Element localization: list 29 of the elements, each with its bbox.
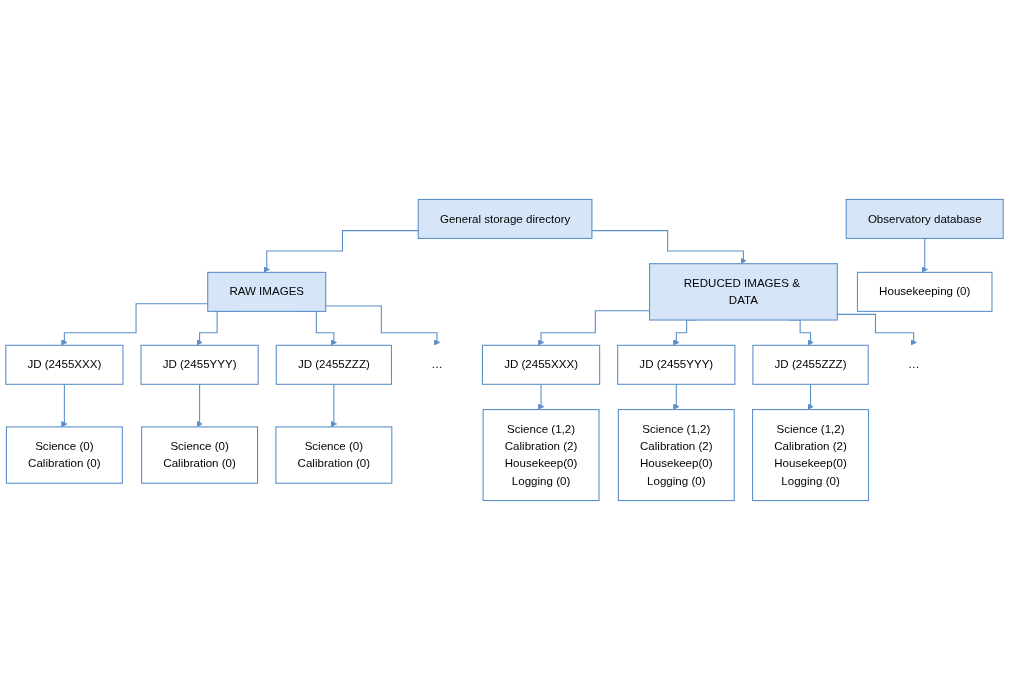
node-box: JD (2455XXX) — [481, 344, 601, 385]
node-box: Science (0) Calibration (0) — [5, 426, 123, 484]
node-box: JD (2455YYY) — [617, 344, 736, 385]
node-box: Science (0) Calibration (0) — [141, 426, 259, 484]
node-box: JD (2455XXX) — [5, 344, 124, 385]
node-box: REDUCED IMAGES & DATA — [649, 263, 838, 321]
arrow — [673, 383, 680, 410]
node-box: General storage directory — [417, 198, 593, 239]
node-box: Science (1,2) Calibration (2) Housekeep(0) Logging (0) — [752, 409, 870, 502]
node-text: … — [431, 358, 443, 371]
node-text: … — [907, 358, 920, 371]
arrow — [921, 237, 928, 273]
arrow — [330, 383, 338, 428]
arrow — [61, 383, 68, 428]
node-box: Housekeeping (0) — [856, 271, 993, 312]
node-box: RAW IMAGES — [207, 271, 327, 312]
node-box: Science (1,2) Calibration (2) Housekeep(0) Logging (0) — [482, 409, 600, 502]
node-box: JD (2455ZZZ) — [275, 344, 393, 385]
arrow — [807, 383, 814, 410]
arrow — [196, 383, 203, 428]
node-box: Science (1,2) Calibration (2) Housekeep(0) Logging (0) — [617, 409, 735, 502]
arrow — [537, 383, 545, 410]
node-box: JD (2455ZZZ) — [752, 344, 869, 385]
arrow — [591, 230, 747, 264]
node-box: JD (2455YYY) — [140, 344, 259, 385]
node-box: Observatory database — [845, 198, 1004, 239]
node-box: Science (0) Calibration (0) — [275, 426, 393, 484]
arrow — [325, 305, 441, 346]
arrow — [263, 230, 419, 273]
